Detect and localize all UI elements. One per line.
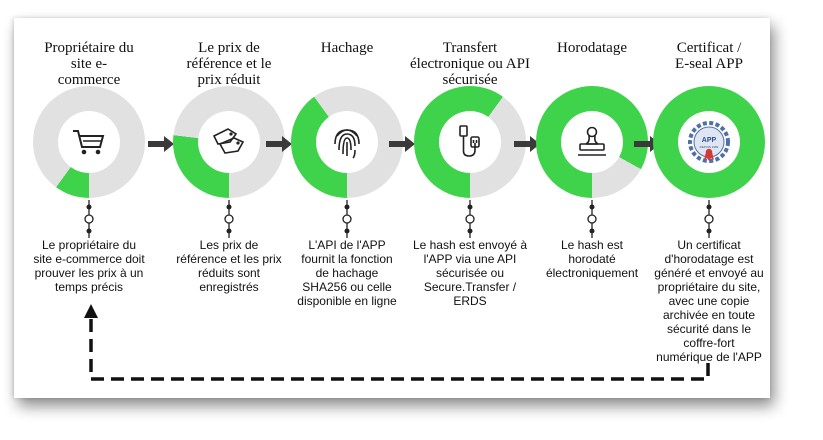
seal-brand: APP (702, 137, 717, 144)
arrow-right-icon (514, 136, 540, 152)
step-title: Transfert électronique ou API sécurisée (410, 40, 530, 88)
progress-ring (291, 86, 403, 198)
seal-subtitle: DEPUIS 1982 (700, 145, 719, 149)
arrow-right-icon (148, 136, 174, 152)
step-title: Certificat / E-seal APP (675, 40, 743, 72)
progress-ring (414, 86, 526, 198)
connector-icon (342, 200, 352, 238)
connector-icon (84, 200, 94, 238)
progress-ring: APP DEPUIS 1982 (653, 86, 765, 198)
stamp-icon (561, 111, 623, 173)
step-description: Un certificat d'horodatage est généré et… (654, 238, 764, 364)
price-tags-icon (198, 111, 260, 173)
arrow-up-icon (84, 304, 98, 318)
fingerprint-icon (316, 111, 378, 173)
step-description: L'API de l'APP fournit la fonction de ha… (297, 238, 397, 308)
step-timestamp: Horodatage Le hash est horodaté électron… (522, 18, 662, 398)
step-title: Hachage (320, 40, 374, 56)
connector-icon (704, 200, 714, 238)
shopping-cart-icon (58, 111, 120, 173)
step-description: Les prix de référence et les prix réduit… (176, 238, 282, 294)
step-description: Le hash est horodaté électroniquement (545, 238, 639, 280)
connector-icon (224, 200, 234, 238)
usb-cable-icon (439, 111, 501, 173)
step-certificate: Certificat / E-seal APP APP DEPUIS 1982 … (639, 18, 779, 398)
process-card: Propriétaire du site e- commerce Le prop… (14, 18, 770, 398)
arrow-right-icon (389, 136, 415, 152)
arrow-right-icon (266, 136, 292, 152)
step-hashing: Hachage L'API de l'APP fournit la foncti… (277, 18, 417, 398)
connector-icon (587, 200, 597, 238)
step-owner: Propriétaire du site e- commerce Le prop… (19, 18, 159, 398)
app-seal-icon: APP DEPUIS 1982 (678, 111, 740, 173)
return-arrow (84, 304, 710, 381)
step-transfer: Transfert électronique ou API sécurisée … (400, 18, 540, 398)
progress-ring (536, 86, 648, 198)
connector-icon (465, 200, 475, 238)
step-title: Horodatage (557, 40, 627, 56)
step-description: Le propriétaire du site e-commerce doit … (33, 238, 145, 294)
step-title: Le prix de référence et le prix réduit (186, 40, 272, 88)
step-title: Propriétaire du site e- commerce (44, 40, 134, 88)
step-description: Le hash est envoyé à l'APP via une API s… (412, 238, 528, 308)
progress-ring (33, 86, 145, 198)
